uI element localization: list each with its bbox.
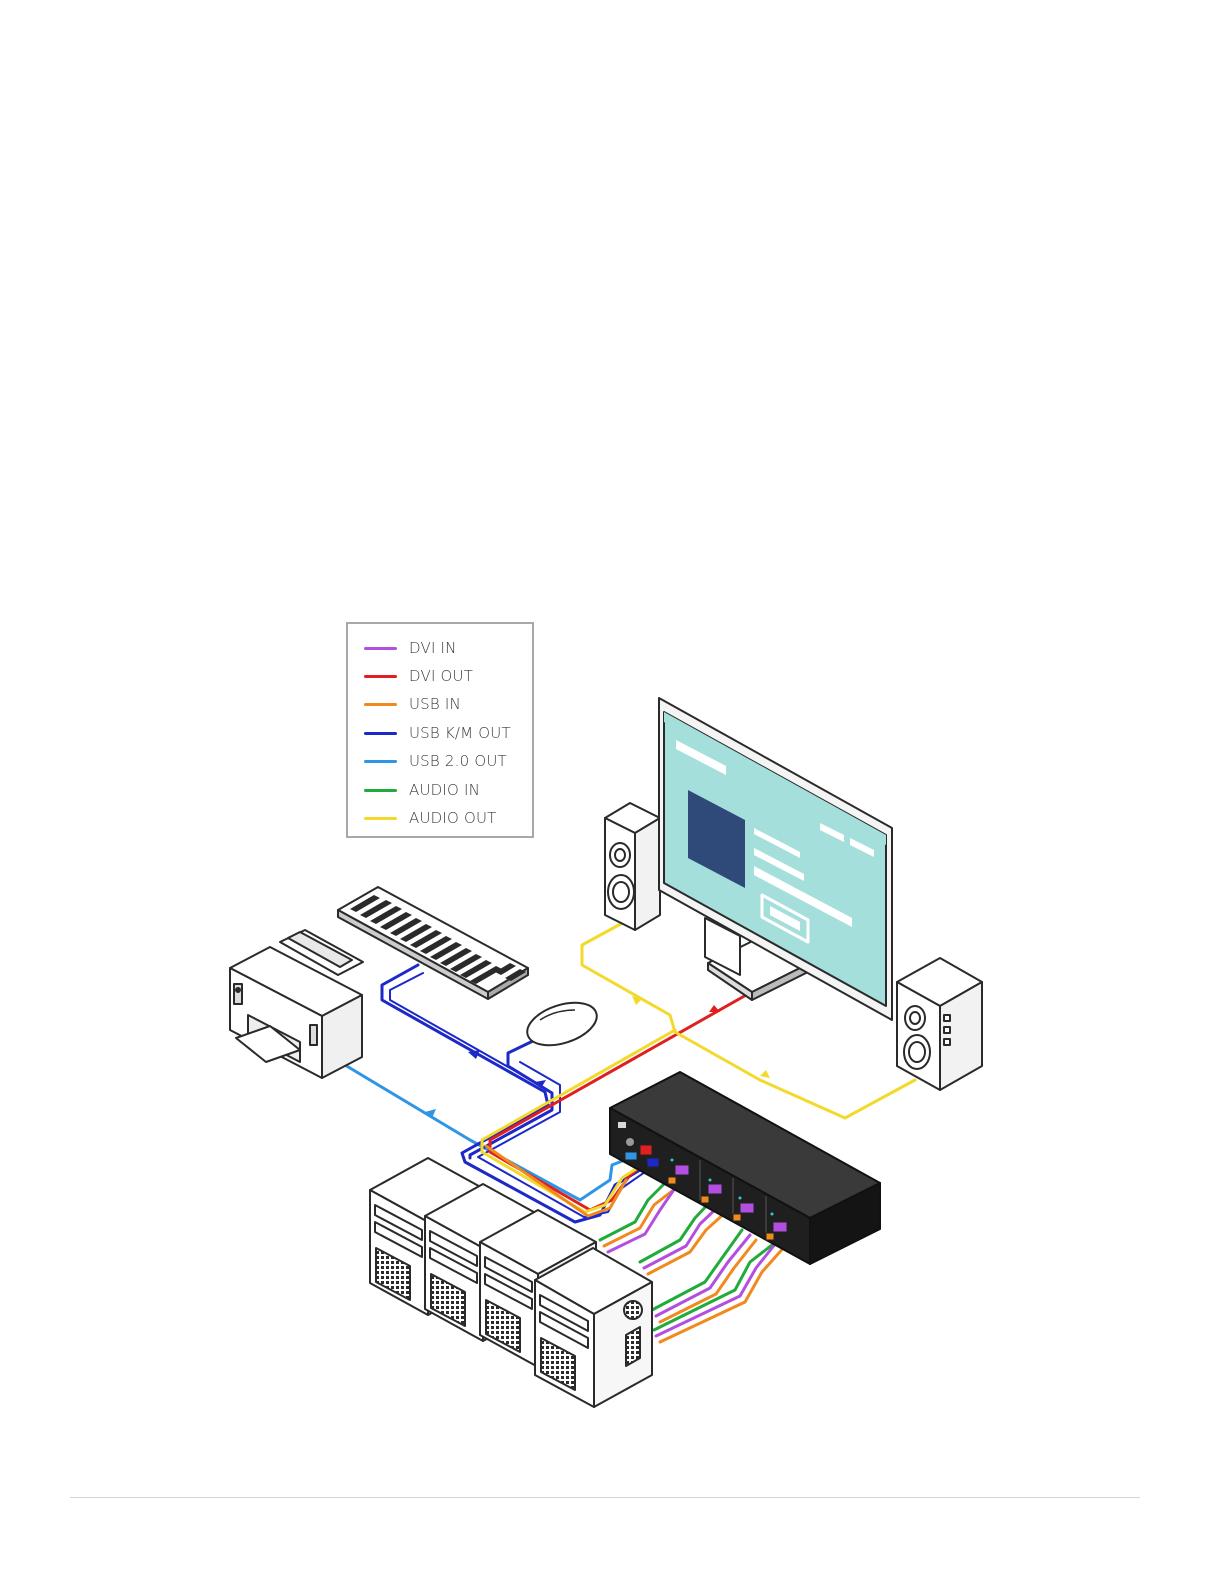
legend-item-dvi-out: DVI OUT	[364, 665, 473, 687]
keyboard-icon	[338, 887, 528, 999]
legend-label: USB 2.0 OUT	[409, 752, 507, 770]
legend-label: USB IN	[409, 695, 461, 713]
legend-label: DVI IN	[409, 639, 457, 657]
printer-icon	[230, 930, 363, 1078]
monitor-icon	[659, 698, 892, 1020]
legend-label: USB K/M OUT	[409, 724, 511, 742]
legend-item-usb-km-out: USB K/M OUT	[364, 722, 511, 744]
kvm-switch-icon	[610, 1072, 880, 1264]
legend-item-usb20-out: USB 2.0 OUT	[364, 750, 507, 772]
legend-swatch	[364, 817, 397, 820]
speaker-icon-right	[897, 958, 982, 1090]
legend-item-audio-out: AUDIO OUT	[364, 807, 497, 829]
footer-rule	[70, 1497, 1140, 1498]
arrow-audio-b	[760, 1070, 770, 1078]
legend-swatch	[364, 647, 397, 650]
legend-swatch	[364, 732, 397, 735]
cable-bundle-pc3	[652, 1230, 756, 1322]
legend-swatch	[364, 703, 397, 706]
mouse-icon	[522, 995, 602, 1053]
legend-label: AUDIO IN	[409, 781, 480, 799]
arrow-dvi-out	[709, 1005, 720, 1012]
legend-swatch	[364, 789, 397, 792]
legend-item-audio-in: AUDIO IN	[364, 779, 480, 801]
legend-item-dvi-in: DVI IN	[364, 637, 457, 659]
legend-label: DVI OUT	[409, 667, 473, 685]
legend-swatch	[364, 760, 397, 763]
legend-label: AUDIO OUT	[409, 809, 497, 827]
speaker-icon	[605, 803, 660, 930]
legend: DVI IN DVI OUT USB IN USB K/M OUT USB 2.…	[346, 622, 534, 838]
legend-swatch	[364, 675, 397, 678]
legend-item-usb-in: USB IN	[364, 693, 461, 715]
